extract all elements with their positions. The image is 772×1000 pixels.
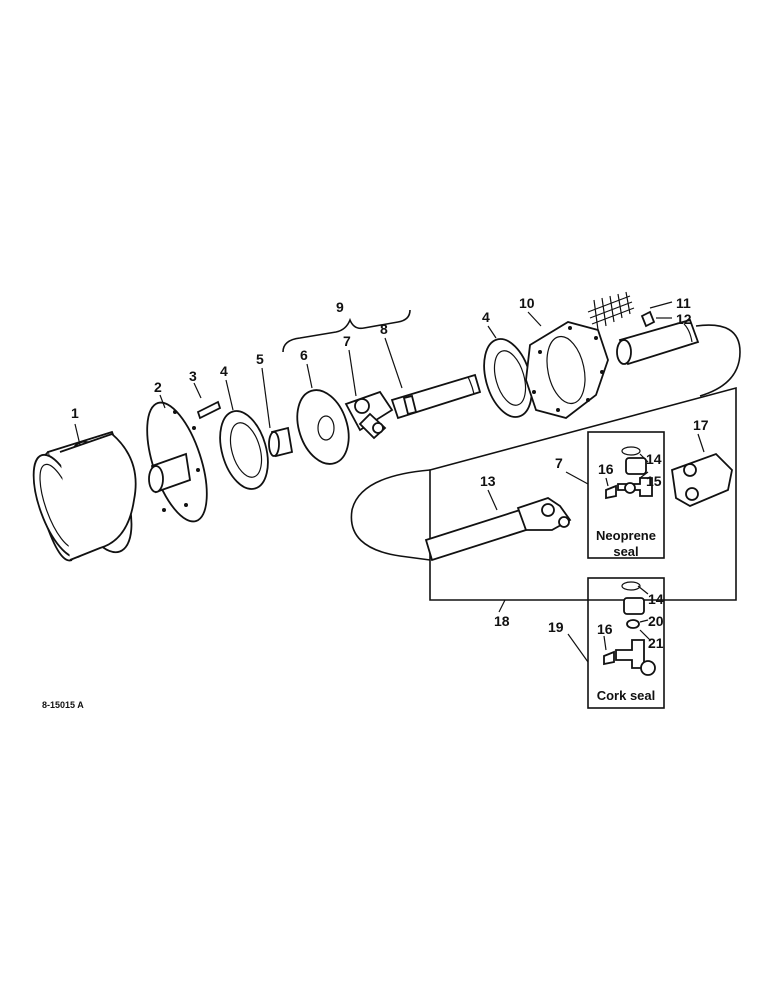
label-13: 13 xyxy=(480,473,496,489)
hub-flange xyxy=(146,401,208,523)
spring-and-fitting xyxy=(587,291,700,366)
label-7: 7 xyxy=(343,333,351,349)
label-18: 18 xyxy=(494,613,510,629)
label-6: 6 xyxy=(300,347,308,363)
u-joint-shaft xyxy=(344,373,482,440)
square-shaft-yoke xyxy=(424,497,572,562)
label-20: 20 xyxy=(648,613,664,629)
callout-labels: 1 2 3 4 5 6 7 8 9 4 10 11 12 13 7 16 14 … xyxy=(71,295,709,651)
label-9: 9 xyxy=(336,299,344,315)
label-16: 16 xyxy=(598,461,614,477)
label-14b: 14 xyxy=(648,591,664,607)
bushing xyxy=(268,426,294,458)
label-8: 8 xyxy=(380,321,388,337)
leader-lines xyxy=(74,301,705,663)
neoprene-seal-box: Neoprene seal xyxy=(587,431,665,559)
label-14: 14 xyxy=(646,451,662,467)
neoprene-caption-line1: Neoprene xyxy=(596,528,656,543)
yoke-17 xyxy=(671,452,733,508)
label-4b: 4 xyxy=(482,309,490,325)
bracket-9 xyxy=(282,309,411,353)
label-10: 10 xyxy=(519,295,535,311)
label-11: 11 xyxy=(676,295,691,311)
disc xyxy=(296,389,350,465)
label-7b: 7 xyxy=(555,455,563,471)
washer-left xyxy=(219,410,269,490)
label-19: 19 xyxy=(548,619,564,635)
label-17: 17 xyxy=(693,417,709,433)
label-16b: 16 xyxy=(597,621,613,637)
label-21: 21 xyxy=(648,635,664,651)
detail-loop xyxy=(350,324,741,561)
label-2: 2 xyxy=(154,379,162,395)
drawing-code: 8-15015 A xyxy=(42,700,84,710)
detail-box-18 xyxy=(429,386,737,601)
label-12: 12 xyxy=(676,311,692,327)
label-5: 5 xyxy=(256,351,264,367)
neoprene-caption-line2: seal xyxy=(613,544,638,559)
cork-seal-box: Cork seal xyxy=(587,577,665,709)
pin xyxy=(196,400,222,420)
label-4: 4 xyxy=(220,363,228,379)
label-3: 3 xyxy=(189,368,197,384)
label-1: 1 xyxy=(71,405,79,421)
cork-caption: Cork seal xyxy=(597,688,656,703)
housing-drum xyxy=(32,430,137,562)
label-15: 15 xyxy=(646,473,662,489)
flange-plate xyxy=(525,321,609,419)
